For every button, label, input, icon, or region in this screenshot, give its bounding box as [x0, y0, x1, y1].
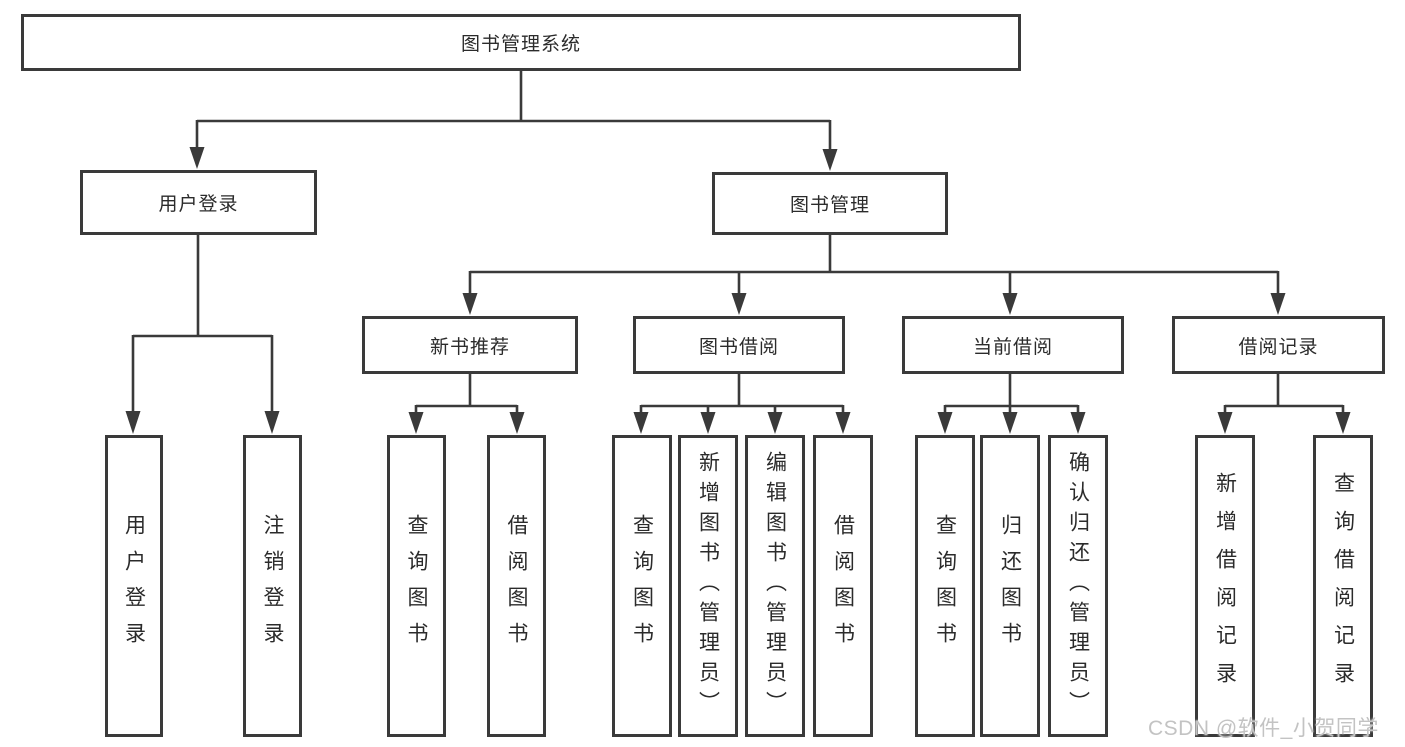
- leaf-query-borrow-record-label: 查询借阅记录: [1331, 472, 1355, 700]
- node-current-borrow-label: 当前借阅: [972, 336, 1053, 358]
- leaf-borrow-book: 借阅图书: [813, 435, 873, 737]
- leaf-logout: 注销登录: [243, 435, 302, 737]
- leaf-query-borrow-record: 查询借阅记录: [1313, 435, 1373, 737]
- leaf-user-login: 用户登录: [105, 435, 163, 737]
- node-book-management: 图书管理: [712, 172, 948, 235]
- node-new-book-recommend: 新书推荐: [362, 316, 578, 374]
- node-borrow-records: 借阅记录: [1172, 316, 1385, 374]
- leaf-borrow-query-book: 查询图书: [612, 435, 672, 737]
- node-new-book-recommend-label: 新书推荐: [429, 336, 510, 358]
- csdn-watermark: CSDN @软件_小贺同学: [1148, 717, 1379, 740]
- leaf-return-book: 归还图书: [980, 435, 1040, 737]
- arrowhead-icons: [125, 147, 1351, 434]
- node-user-login-label: 用户登录: [158, 194, 239, 215]
- node-current-borrow: 当前借阅: [902, 316, 1124, 374]
- node-root-label: 图书管理系统: [460, 34, 581, 55]
- node-root-library-system: 图书管理系统: [21, 14, 1021, 71]
- leaf-add-borrow-record-label: 新增借阅记录: [1213, 472, 1237, 700]
- node-book-borrow: 图书借阅: [633, 316, 845, 374]
- leaf-logout-label: 注销登录: [261, 514, 284, 658]
- leaf-recommend-borrow-book: 借阅图书: [487, 435, 546, 737]
- leaf-edit-book-admin-label: 编辑图书（管理员）: [763, 451, 787, 721]
- node-borrow-records-label: 借阅记录: [1238, 336, 1319, 358]
- leaf-current-query-book: 查询图书: [915, 435, 975, 737]
- leaf-user-login-label: 用户登录: [122, 514, 146, 658]
- leaf-add-book-admin: 新增图书（管理员）: [678, 435, 738, 737]
- leaf-add-borrow-record: 新增借阅记录: [1195, 435, 1255, 737]
- leaf-borrow-query-book-label: 查询图书: [630, 514, 654, 658]
- node-book-management-label: 图书管理: [789, 195, 870, 216]
- leaf-recommend-query-book: 查询图书: [387, 435, 446, 737]
- leaf-add-book-admin-label: 新增图书（管理员）: [696, 451, 720, 721]
- leaf-recommend-query-book-label: 查询图书: [405, 514, 428, 658]
- leaf-confirm-return-admin-label: 确认归还（管理员）: [1066, 451, 1090, 721]
- leaf-confirm-return-admin: 确认归还（管理员）: [1048, 435, 1108, 737]
- node-book-borrow-label: 图书借阅: [698, 336, 779, 358]
- node-user-login: 用户登录: [80, 170, 317, 235]
- leaf-current-query-book-label: 查询图书: [933, 514, 957, 658]
- leaf-edit-book-admin: 编辑图书（管理员）: [745, 435, 805, 737]
- leaf-borrow-book-label: 借阅图书: [831, 514, 855, 658]
- leaf-return-book-label: 归还图书: [998, 514, 1022, 658]
- leaf-recommend-borrow-book-label: 借阅图书: [505, 514, 528, 658]
